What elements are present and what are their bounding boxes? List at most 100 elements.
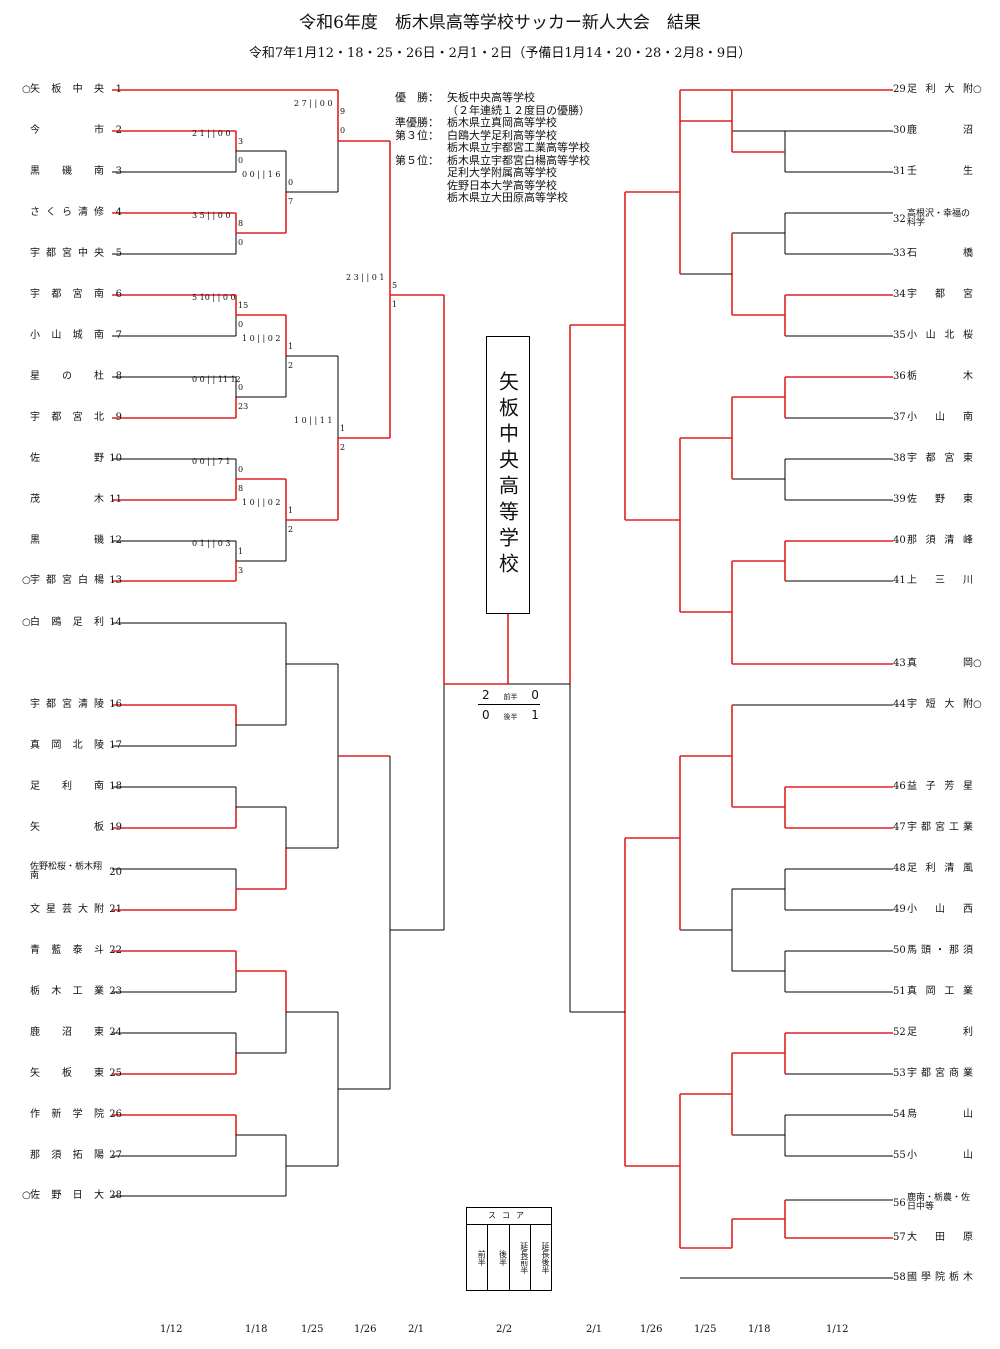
result-row: 栃木県立大田原高等学校 xyxy=(395,191,590,205)
team-number: 23 xyxy=(109,986,122,997)
team-name: 鹿沼 xyxy=(907,125,973,136)
team-number: 20 xyxy=(109,866,122,878)
team-number: 5 xyxy=(115,248,122,259)
score-detail: 3 5 | | 0 0 xyxy=(192,211,231,220)
team-number: 27 xyxy=(109,1150,122,1161)
seed-mark: ○ xyxy=(22,84,31,95)
team-34: 34宇都宮 xyxy=(893,289,993,301)
team-number: 30 xyxy=(893,125,906,136)
round-date: 1/18 xyxy=(245,1324,268,1335)
team-name: さくら清修 xyxy=(30,207,104,218)
team-number: 35 xyxy=(893,330,906,341)
team-number: 22 xyxy=(109,945,122,956)
score-winner: 15 xyxy=(238,301,249,310)
team-name: 黒磯 xyxy=(30,535,104,546)
team-name: 小山西 xyxy=(907,904,973,915)
final-right-first: 0 xyxy=(531,688,539,702)
team-43: 43真岡○ xyxy=(893,658,993,670)
result-text: （２年連続１２度目の優勝） xyxy=(447,103,590,117)
team-41: 41上三川 xyxy=(893,575,993,587)
team-name: 宇都宮商業 xyxy=(907,1068,973,1079)
score-legend: スコア 前半 後半 延長前半 延長後半 xyxy=(466,1207,552,1291)
team-name: 那須拓陽 xyxy=(30,1150,104,1161)
result-label: 第３位： xyxy=(395,128,439,142)
team-number: 17 xyxy=(109,740,122,751)
team-name: 真岡 xyxy=(907,658,973,669)
score-winner: 8 xyxy=(238,219,244,228)
score-detail: 1 0 | | 0 2 xyxy=(242,334,281,343)
score-detail: 1 0 | | 1 1 xyxy=(294,416,333,425)
team-number: 12 xyxy=(109,535,122,546)
score-winner: 9 xyxy=(340,107,346,116)
team-number: 57 xyxy=(893,1232,906,1243)
score-winner: 1 xyxy=(238,547,244,556)
team-38: 38宇都宮東 xyxy=(893,453,993,465)
score-detail: 0 0 | | 7 1 xyxy=(192,457,231,466)
team-number: 29 xyxy=(893,84,906,95)
round-date: 1/12 xyxy=(160,1324,183,1335)
result-text: 栃木県立大田原高等学校 xyxy=(447,191,568,204)
score-detail: 0 0 | | 11 12 xyxy=(192,375,241,384)
team-name: 烏山 xyxy=(907,1109,973,1120)
final-right-second: 1 xyxy=(531,708,539,722)
result-row: （２年連続１２度目の優勝） xyxy=(395,103,590,118)
team-name: 茂木 xyxy=(30,494,104,505)
team-name: 矢板 xyxy=(30,822,104,833)
team-number: 37 xyxy=(893,412,906,423)
team-name: 宇都宮東 xyxy=(907,453,973,464)
team-name: 小山 xyxy=(907,1150,973,1161)
team-50: 50馬頭・那須 xyxy=(893,945,993,957)
team-number: 8 xyxy=(115,371,122,382)
team-number: 53 xyxy=(893,1068,906,1079)
team-name: 上三川 xyxy=(907,575,973,586)
result-text: 佐野日本大学高等学校 xyxy=(447,178,557,192)
team-19: 矢板 19 xyxy=(22,822,122,834)
team-name: 石橋 xyxy=(907,248,973,259)
team-33: 33石橋 xyxy=(893,248,993,260)
team-name: 宇都宮工業 xyxy=(907,822,973,833)
final-label-second: 後半 xyxy=(503,713,518,721)
team-number: 9 xyxy=(115,412,122,423)
score-winner: 1 xyxy=(340,424,346,433)
team-name: 小山城南 xyxy=(30,330,104,341)
team-number: 58 xyxy=(893,1272,906,1283)
team-name: 小山北桜 xyxy=(907,330,973,341)
team-name: 栃木 xyxy=(907,371,973,382)
team-number: 24 xyxy=(109,1027,122,1038)
team-name: 馬頭・那須 xyxy=(907,945,973,956)
score-detail: 0 0 | | 1 6 xyxy=(242,170,281,179)
final-score-first-half: 2 前半 0 xyxy=(482,688,539,702)
result-text: 栃木県立真岡高等学校 xyxy=(447,116,557,129)
team-53: 53宇都宮商業 xyxy=(893,1068,993,1080)
page-subtitle: 令和7年1月12・18・25・26日・2月1・2日（予備日1月14・20・28・… xyxy=(248,46,752,61)
champion-name: 矢板中央高等学校 xyxy=(495,371,520,579)
score-loser: 2 xyxy=(288,361,294,370)
final-left-second: 0 xyxy=(482,708,490,722)
team-number: 2 xyxy=(115,125,122,136)
final-divider xyxy=(478,704,540,705)
team-58: 58國學院栃木 xyxy=(893,1272,993,1284)
final-label-first: 前半 xyxy=(503,693,518,701)
score-loser: 8 xyxy=(238,484,244,493)
team-12: 黒磯 12 xyxy=(22,535,122,547)
score-winner: 0 xyxy=(288,178,294,187)
score-winner: 5 xyxy=(392,281,398,290)
score-loser: 2 xyxy=(340,443,346,452)
result-label: 優 勝： xyxy=(395,91,439,104)
team-46: 46益子芳星 xyxy=(893,781,993,793)
result-row: 佐野日本大学高等学校 xyxy=(395,178,590,193)
result-row: 栃木県立宇都宮工業高等学校 xyxy=(395,141,590,155)
legend-col-3: 延長前半 xyxy=(510,1225,531,1291)
team-number: 52 xyxy=(893,1027,906,1038)
team-number: 19 xyxy=(109,822,122,833)
result-label: 準優勝： xyxy=(395,116,439,129)
team-30: 30鹿沼 xyxy=(893,125,993,137)
result-label: 第５位： xyxy=(395,153,439,167)
score-detail: 2 1 | | 0 0 xyxy=(192,129,231,138)
